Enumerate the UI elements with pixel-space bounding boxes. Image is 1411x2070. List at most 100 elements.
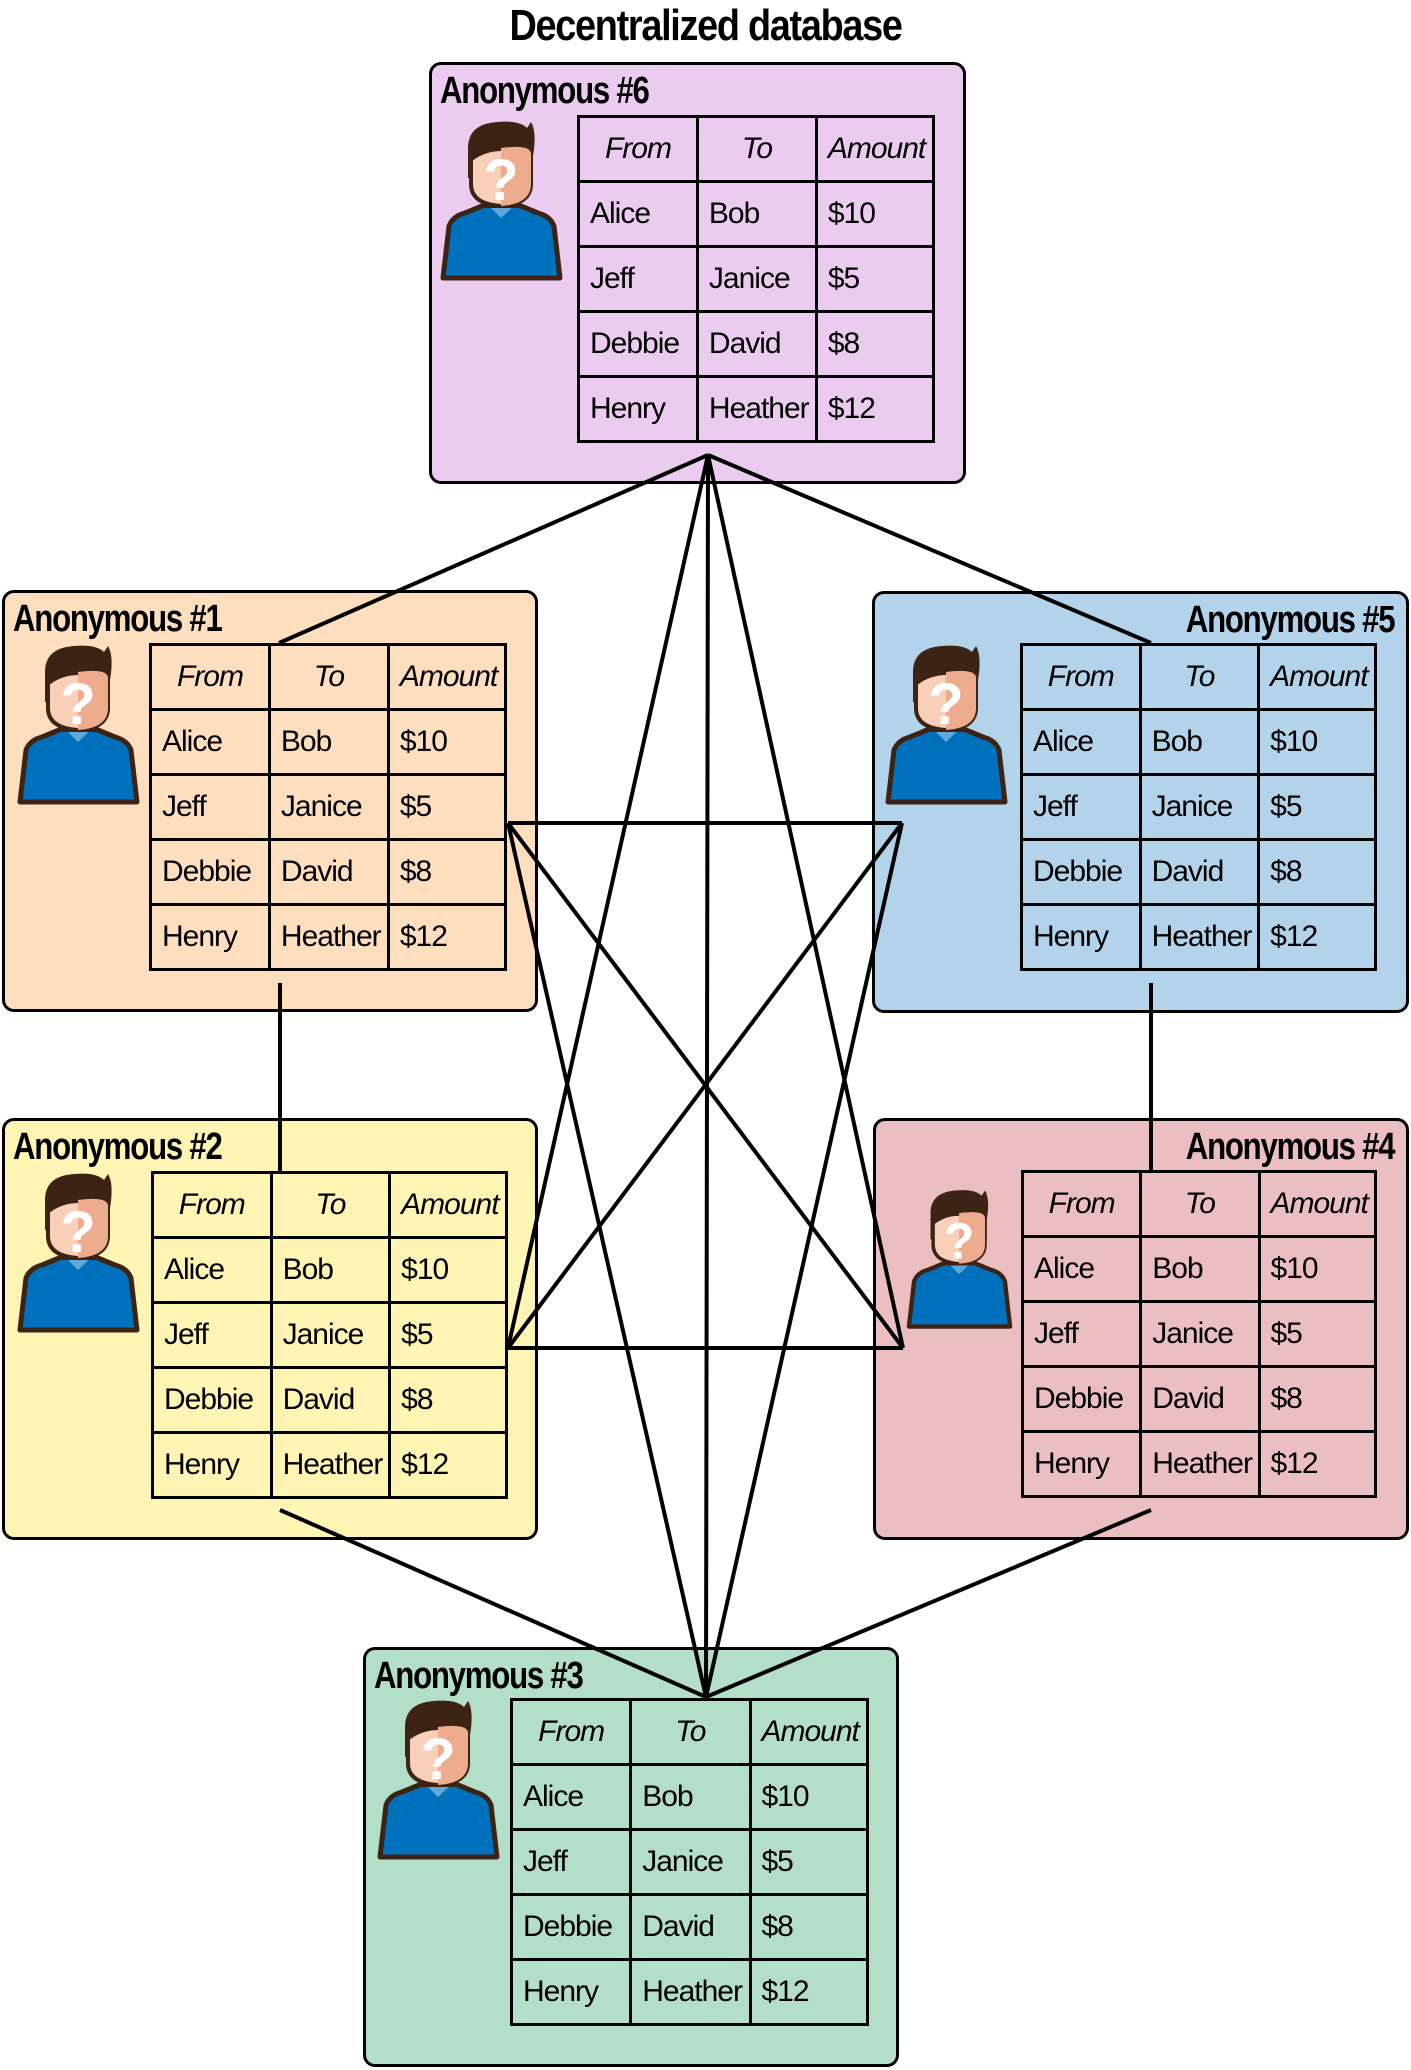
column-header: From [1020, 643, 1142, 711]
table-cell: $8 [1257, 838, 1377, 906]
table-cell: $12 [814, 375, 936, 443]
connection-node-1-node-4 [506, 821, 905, 1350]
column-header: Amount [388, 1171, 508, 1239]
table-cell: Debbie [509, 1893, 633, 1961]
table-cell: $5 [814, 245, 936, 313]
table-cell: Jeff [1020, 773, 1142, 841]
table-cell: $5 [748, 1828, 869, 1896]
table-cell: $12 [1257, 1430, 1377, 1498]
table-cell: Janice [269, 1301, 392, 1369]
table-cell: $5 [1257, 773, 1377, 841]
table-cell: Henry [149, 903, 271, 971]
table-cell: $5 [1257, 1300, 1377, 1368]
connection-node-6-node-2 [506, 454, 710, 1349]
table-cell: Heather [269, 1431, 392, 1499]
table-cell: $12 [386, 903, 508, 971]
column-header: From [151, 1171, 273, 1239]
table-cell: David [1138, 838, 1261, 906]
node-title: Anonymous #5 [1185, 599, 1395, 641]
table-cell: $10 [388, 1236, 508, 1304]
table-cell: Heather [1139, 1430, 1261, 1498]
table-cell: Alice [509, 1763, 633, 1831]
table-cell: Heather [1138, 903, 1261, 971]
table-cell: Heather [629, 1958, 752, 2026]
table-cell: $8 [748, 1893, 869, 1961]
table-cell: Alice [1020, 1235, 1143, 1303]
table-cell: Bob [1139, 1235, 1261, 1303]
node-title: Anonymous #2 [13, 1126, 223, 1168]
column-header: Amount [814, 115, 936, 183]
table-cell: David [629, 1893, 752, 1961]
table-cell: Henry [577, 375, 699, 443]
anonymous-user-icon: ? [902, 1187, 1017, 1330]
table-cell: Henry [1020, 1430, 1143, 1498]
table-cell: Henry [1020, 903, 1142, 971]
node-title: Anonymous #1 [13, 598, 223, 640]
table-cell: $8 [1257, 1365, 1377, 1433]
table-cell: $10 [1257, 1235, 1377, 1303]
table-cell: $5 [388, 1301, 508, 1369]
table-cell: $10 [814, 180, 936, 248]
column-header: From [1020, 1170, 1143, 1238]
svg-text:?: ? [420, 1727, 455, 1792]
svg-text:?: ? [483, 148, 518, 213]
column-header: To [695, 115, 818, 183]
table-cell: Heather [695, 375, 818, 443]
table-cell: $10 [1257, 708, 1377, 776]
table-cell: Alice [151, 1236, 273, 1304]
anonymous-user-icon: ? [12, 1170, 145, 1334]
table-cell: Alice [577, 180, 699, 248]
column-header: Amount [1257, 1170, 1377, 1238]
column-header: To [1139, 1170, 1261, 1238]
svg-text:?: ? [60, 1200, 95, 1265]
table-cell: Heather [267, 903, 390, 971]
column-header: From [577, 115, 699, 183]
column-header: From [149, 643, 271, 711]
anonymous-user-icon: ? [372, 1697, 505, 1861]
table-cell: Janice [695, 245, 818, 313]
table-cell: David [695, 310, 818, 378]
table-cell: Bob [629, 1763, 752, 1831]
connection-node-6-node-3 [704, 454, 710, 1698]
table-cell: $12 [388, 1431, 508, 1499]
table-cell: Debbie [149, 838, 271, 906]
table-cell: $8 [814, 310, 936, 378]
column-header: Amount [386, 643, 508, 711]
table-cell: $8 [388, 1366, 508, 1434]
table-cell: Debbie [1020, 1365, 1143, 1433]
node-title: Anonymous #3 [374, 1655, 584, 1697]
table-cell: David [267, 838, 390, 906]
svg-text:?: ? [60, 672, 95, 737]
table-cell: $8 [386, 838, 508, 906]
table-cell: Janice [1139, 1300, 1261, 1368]
column-header: Amount [1257, 643, 1377, 711]
table-cell: Debbie [577, 310, 699, 378]
table-cell: $10 [748, 1763, 869, 1831]
table-cell: David [1139, 1365, 1261, 1433]
svg-text:?: ? [944, 1212, 975, 1269]
